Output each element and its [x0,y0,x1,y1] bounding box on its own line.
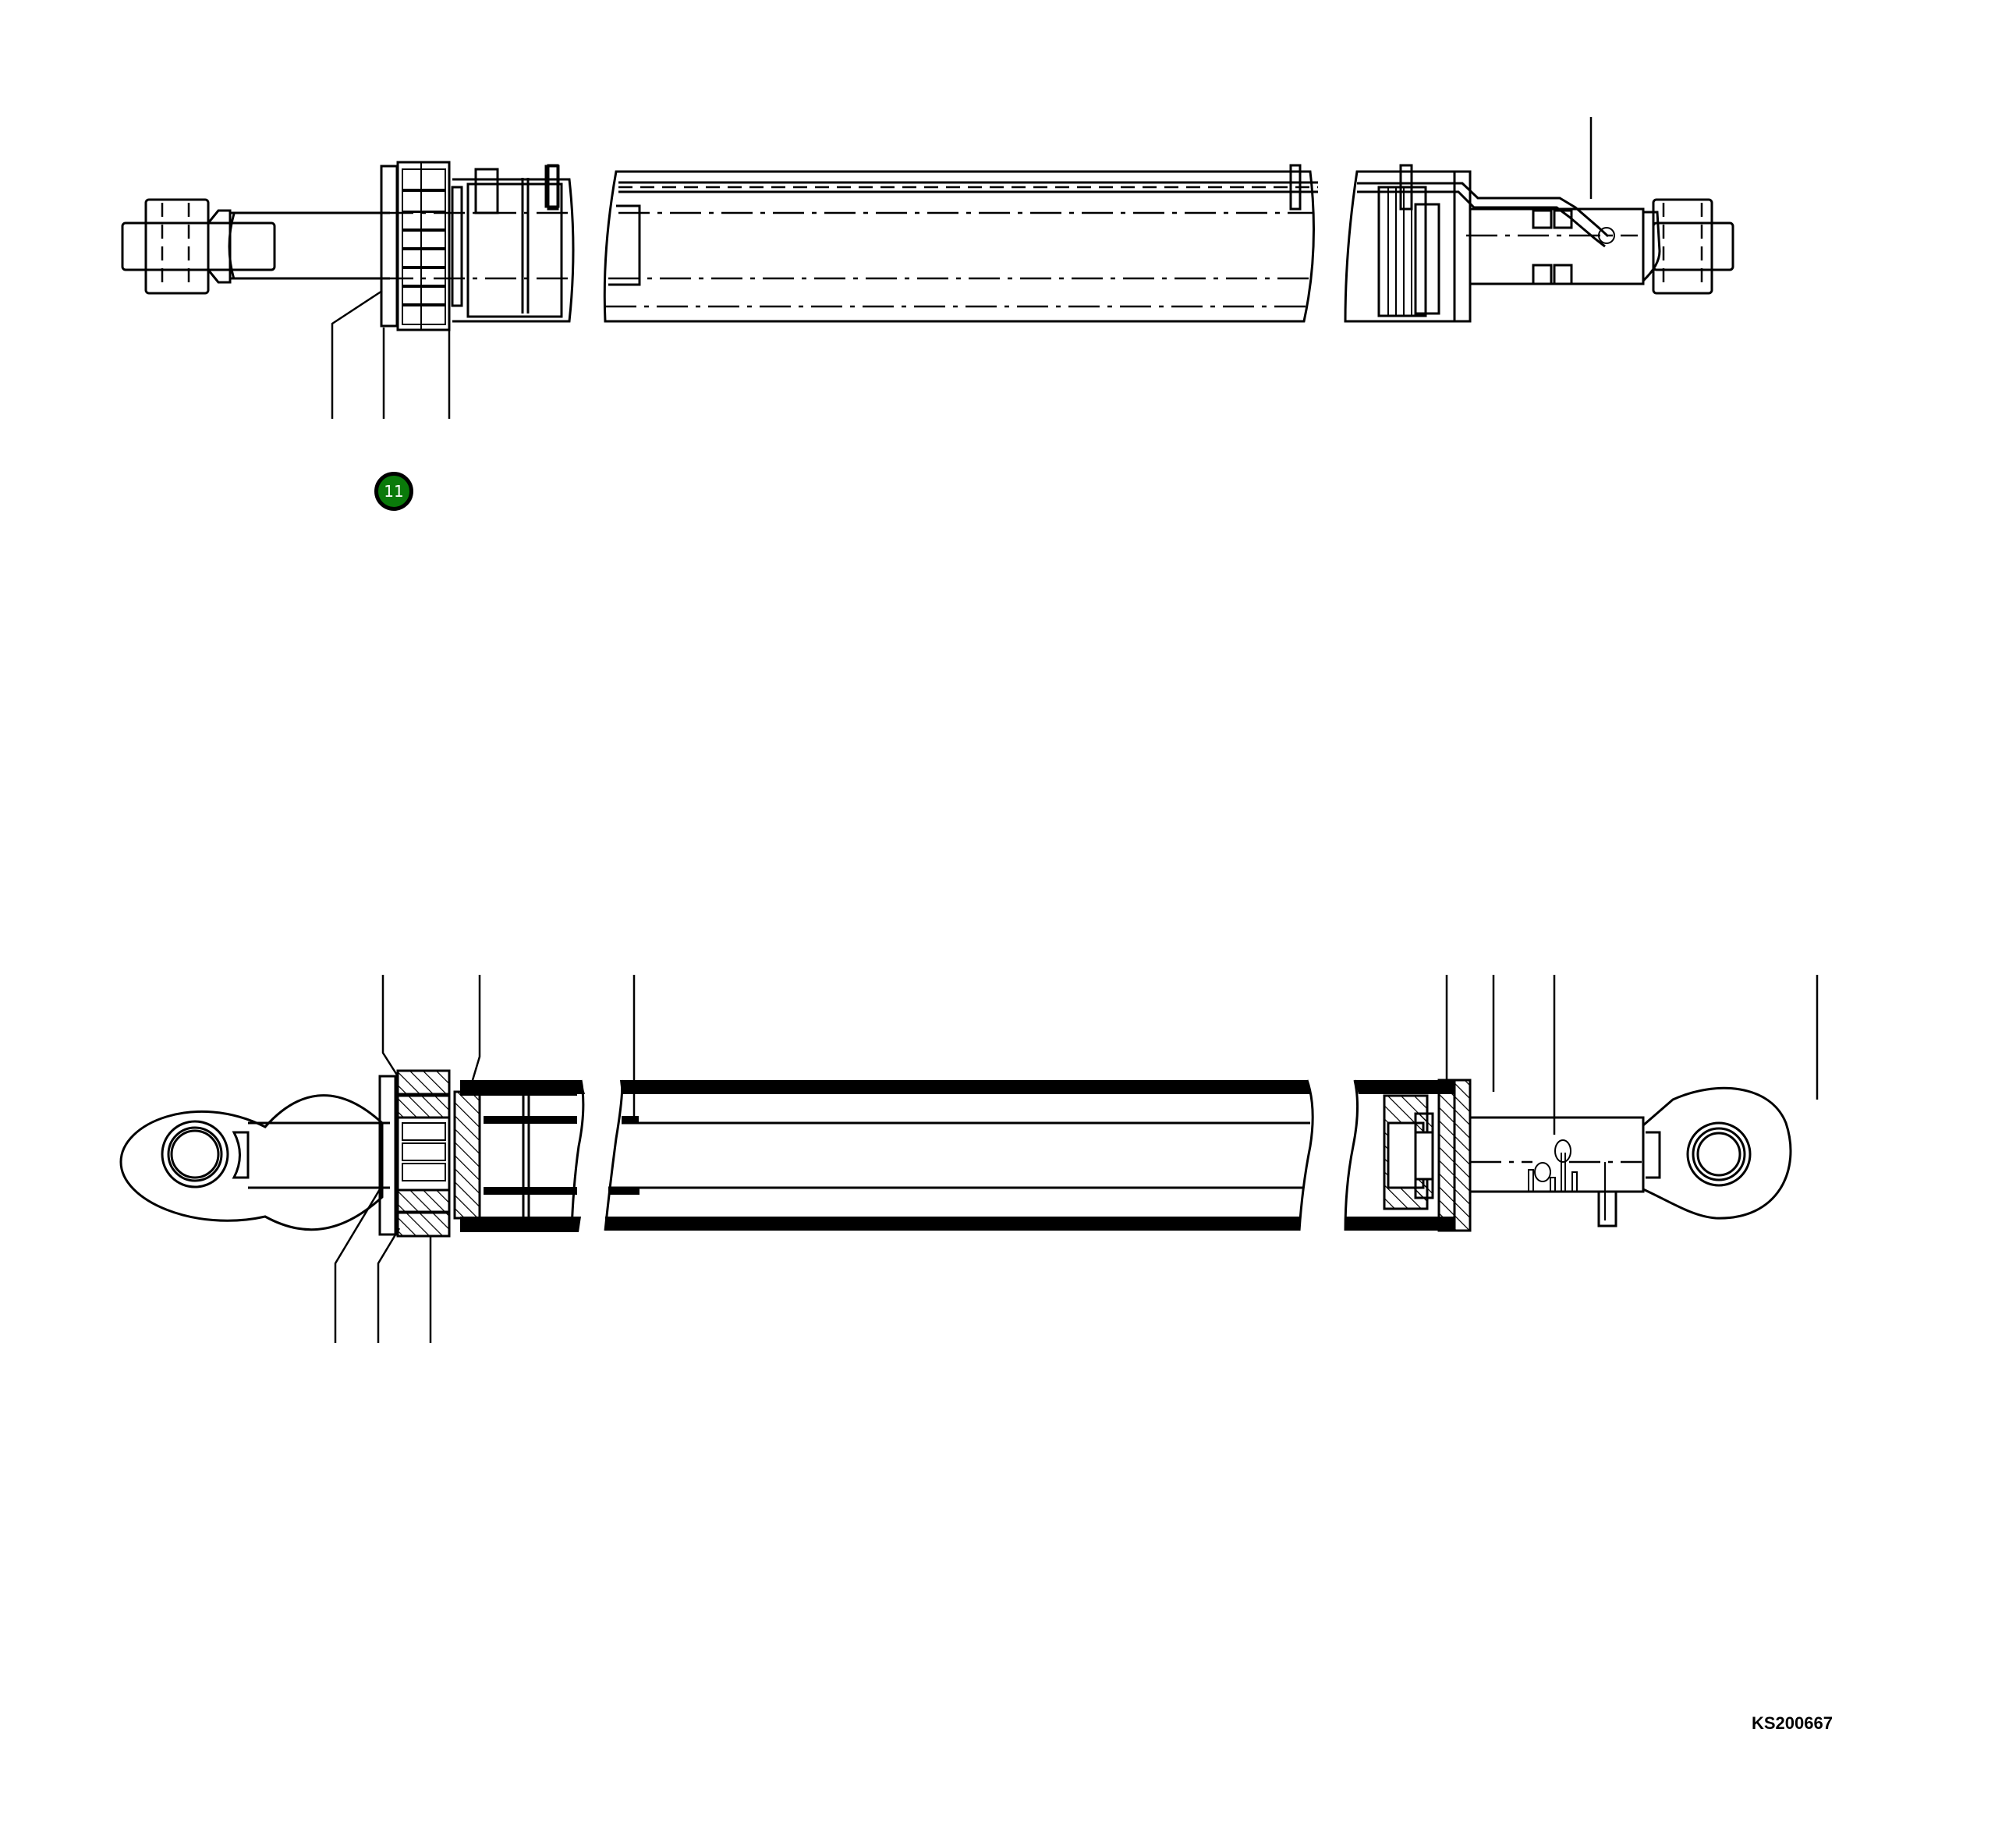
barrel-top [547,164,1318,323]
barrel-section [534,1079,1314,1232]
drawing-number: KS200667 [1752,1713,1833,1733]
piston-rod-top [230,211,390,280]
top-view [121,117,1734,419]
section-view [119,975,1819,1343]
callout-11[interactable]: 11 [374,472,413,511]
right-rod-eye-section [1642,1086,1792,1220]
right-clevis-top [1652,198,1734,295]
pipe-and-valve-top [1454,182,1661,285]
left-rod-eye-section [119,1094,384,1231]
rear-rod-section [1469,1116,1645,1227]
leader-lines-top [331,117,1593,419]
rear-cap-section [1344,1079,1472,1232]
left-clevis-top [121,198,276,295]
rear-cap-top [1344,164,1472,323]
gland-section [378,1069,577,1238]
piston-rod-section [248,1121,390,1189]
leader-lines-section [334,975,1819,1343]
gland-top [380,161,575,331]
